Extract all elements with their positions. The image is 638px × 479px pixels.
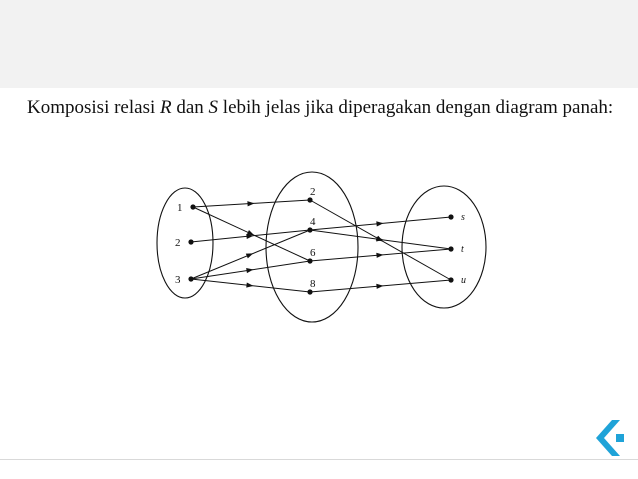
logo-part-0 — [596, 420, 620, 438]
label-b-8: 8 — [310, 278, 316, 290]
label-a-2: 2 — [175, 237, 181, 249]
node-a-1-dot — [190, 204, 196, 210]
node-a-3-dot — [188, 276, 194, 282]
node-c-u-dot — [448, 277, 454, 283]
label-c-s: s — [461, 212, 465, 223]
set-a-ellipse — [156, 187, 214, 299]
arrow-r-2-4-head — [246, 233, 254, 239]
set-b-ellipse — [265, 171, 359, 323]
arrow-r-1-6-head — [246, 229, 255, 236]
arrow-diagram: 1 2 3 2 4 6 8 s t u — [156, 171, 487, 323]
relation-s-symbol: S — [208, 97, 219, 118]
label-b-4: 4 — [310, 216, 316, 228]
arrow-r-3-6-head — [246, 268, 254, 274]
label-a-1: 1 — [177, 202, 183, 214]
set-c-ellipse — [401, 185, 487, 309]
node-b-8-dot — [307, 289, 313, 295]
node-b-2-dot — [307, 197, 313, 203]
label-c-t: t — [461, 244, 464, 255]
node-a-2-dot — [188, 239, 194, 245]
node-b-6-dot — [307, 258, 313, 264]
paragraph-text-1: Komposisi relasi — [27, 97, 160, 118]
arrow-s-4-s-head — [376, 221, 384, 227]
node-c-s-dot — [448, 214, 454, 220]
label-c-u: u — [461, 275, 466, 286]
paragraph-text-3: lebih jelas jika diperagakan dengan diag… — [218, 97, 614, 118]
label-b-2: 2 — [310, 186, 316, 198]
arrow-r-1-2-head — [247, 201, 255, 207]
logo-part-2 — [616, 434, 624, 442]
slide-header-band — [0, 0, 638, 88]
label-b-6: 6 — [310, 247, 316, 259]
footer-divider — [0, 459, 638, 460]
arrow-s-6-t-head — [376, 252, 384, 258]
slide-paragraph: Komposisi relasi R dan S lebih jelas jik… — [27, 94, 617, 121]
label-a-3: 3 — [175, 274, 181, 286]
arrow-s-4-t-head — [376, 236, 384, 242]
node-b-4-dot — [307, 227, 313, 233]
arrow-s-8-u-head — [376, 283, 384, 289]
arrow-r-3-8-head — [246, 282, 254, 288]
node-c-t-dot — [448, 246, 454, 252]
logo-part-1 — [596, 438, 620, 456]
arrow-r-3-4-head — [245, 253, 254, 259]
paragraph-text-2: dan — [171, 97, 209, 118]
relation-r-symbol: R — [160, 97, 172, 118]
brand-logo-icon — [596, 420, 624, 456]
